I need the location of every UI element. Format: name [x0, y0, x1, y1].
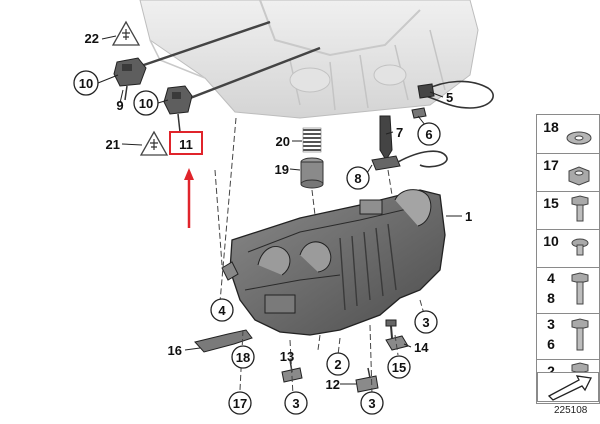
callout-circle-15	[387, 355, 411, 379]
callout-10a: 10	[79, 76, 93, 91]
callout-17: 17	[233, 396, 247, 411]
screw-icon	[571, 238, 589, 256]
callout-circle-2	[326, 352, 350, 376]
esd-warning-icon-top	[111, 20, 141, 46]
callout-3c: 3	[422, 315, 429, 330]
legend-label: 18	[543, 119, 559, 135]
speed-sensor-upper	[113, 57, 147, 101]
callout-10b: 10	[139, 96, 153, 111]
callout-circle-10b	[133, 90, 159, 116]
callout-2: 2	[334, 357, 341, 372]
legend-label: 2	[547, 363, 555, 379]
diagram-id: 225108	[554, 405, 588, 416]
legend-row-bolt-10: 10	[537, 229, 599, 268]
wire-harness	[411, 80, 494, 119]
callout-circle-4	[210, 298, 234, 322]
legend-row-bolt-4-8: 4 8	[537, 267, 599, 314]
long-bolt-icon	[571, 272, 589, 305]
retaining-plate-12	[355, 367, 379, 393]
long-bolt-icon	[571, 318, 589, 351]
callout-11: 11	[179, 137, 193, 152]
assembly-lines	[214, 117, 425, 396]
callout-8: 8	[354, 171, 361, 186]
callout-3b: 3	[368, 396, 375, 411]
legend-label-secondary: 6	[547, 336, 555, 352]
callout-circle-3a	[284, 391, 308, 415]
callout-circle-10a	[73, 70, 99, 96]
legend-label: 4	[547, 270, 555, 286]
callout-16: 16	[168, 343, 182, 358]
valve-body	[221, 189, 446, 336]
callout-circle-6	[417, 122, 441, 146]
highlight-arrow	[184, 168, 194, 228]
callout-5: 5	[446, 90, 453, 105]
piston-part	[300, 157, 324, 189]
sensor-rod-lower	[184, 46, 321, 102]
bolt-icon	[571, 195, 589, 222]
callout-19: 19	[275, 162, 289, 177]
callout-13: 13	[280, 349, 294, 364]
direction-arrow-icon	[537, 372, 599, 402]
legend-label: 17	[543, 157, 559, 173]
callout-9: 9	[116, 98, 123, 113]
legend-label: 15	[543, 195, 559, 211]
callout-18: 18	[236, 350, 250, 365]
callout-20: 20	[276, 134, 290, 149]
spring-part	[302, 127, 322, 153]
callouts: 22 10 9 10 21 11 20 19 5 7 6 8 1 4 3 16 …	[73, 31, 472, 415]
fastener-legend: 18 17 15 10 4 8 3 6	[536, 114, 600, 404]
callout-circle-3b	[360, 391, 384, 415]
washer-icon	[566, 131, 592, 145]
callout-circle-18	[231, 345, 255, 369]
callout-3a: 3	[292, 396, 299, 411]
callout-15: 15	[392, 360, 406, 375]
retaining-plate-16	[194, 329, 253, 353]
legend-row-bolt-15: 15	[537, 191, 599, 230]
callout-22: 22	[85, 31, 99, 46]
speed-sensor-lower	[163, 85, 193, 133]
nut-icon	[568, 166, 590, 186]
temperature-sensor	[371, 115, 448, 171]
callout-12: 12	[326, 377, 340, 392]
bolt-15	[385, 319, 397, 339]
callout-14: 14	[414, 340, 429, 355]
legend-row-washer: 18	[537, 115, 599, 154]
legend-label: 10	[543, 233, 559, 249]
callout-21: 21	[106, 137, 120, 152]
legend-row-nut: 17	[537, 153, 599, 192]
callout-circle-8	[346, 166, 370, 190]
legend-label: 3	[547, 316, 555, 332]
esd-warning-icon-bottom	[139, 130, 169, 156]
transmission-housing	[139, 0, 479, 119]
callout-7: 7	[396, 125, 403, 140]
callout-circle-17	[228, 391, 252, 415]
callout-4: 4	[218, 303, 226, 318]
legend-label-secondary: 8	[547, 290, 555, 306]
highlight-box	[169, 131, 203, 155]
sensor-rod-upper	[134, 20, 271, 70]
legend-row-bolt-3-6: 3 6	[537, 313, 599, 360]
callout-circle-3c	[414, 310, 438, 334]
callout-6: 6	[425, 127, 432, 142]
callout-1: 1	[465, 209, 472, 224]
